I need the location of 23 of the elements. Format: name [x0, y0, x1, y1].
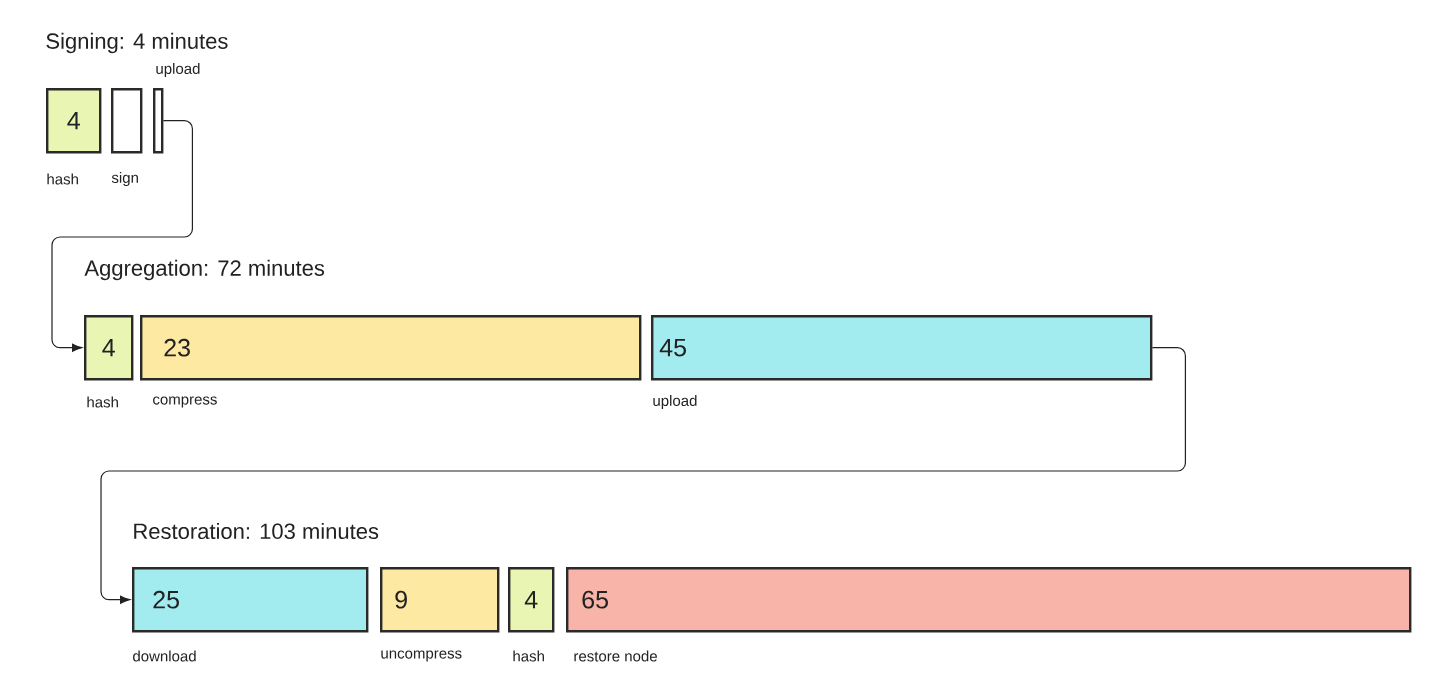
duration-bar: 4	[84, 315, 134, 381]
duration-bar: 65	[566, 567, 1412, 633]
step-label: hash	[513, 650, 544, 662]
connector-arrow	[100, 347, 1186, 604]
step-label: restore node	[574, 650, 657, 662]
duration-bar: 4	[508, 567, 555, 633]
step-label: hash	[47, 173, 78, 185]
duration-bar: 4	[46, 88, 102, 154]
step-label: compress	[153, 396, 217, 408]
step-label: sign	[111, 172, 138, 186]
section-title: Restoration: 103 minutes	[134, 522, 379, 540]
step-label: uncompress	[381, 650, 462, 662]
duration-bar: 25	[132, 567, 369, 633]
step-label: download	[133, 650, 196, 662]
duration-bar: 45	[651, 315, 1153, 381]
section-title: Signing: 4 minutes	[46, 32, 228, 54]
connector-arrow	[51, 120, 193, 352]
section-title: Aggregation: 72 minutes	[84, 259, 325, 281]
step-label: hash	[87, 396, 118, 408]
step-label: upload	[156, 63, 200, 77]
duration-bar: 23	[140, 315, 642, 381]
step-label: upload	[653, 395, 697, 409]
duration-bar: 9	[380, 567, 500, 633]
